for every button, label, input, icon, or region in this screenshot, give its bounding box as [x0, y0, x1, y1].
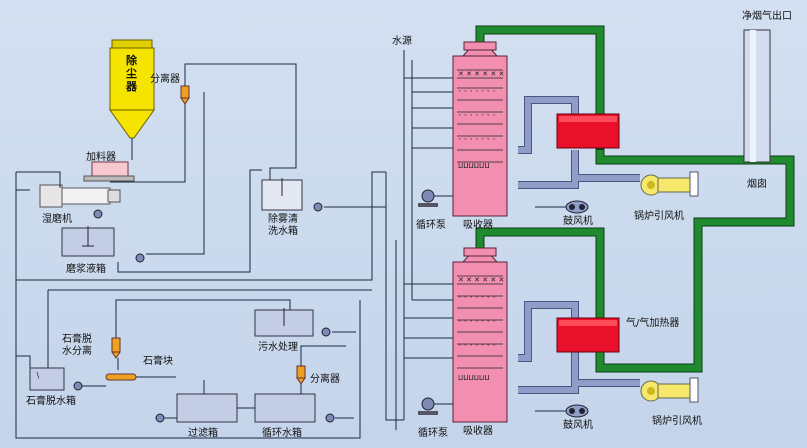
boiler-fan-top [640, 171, 699, 197]
boiler-fan-bottom-label: 锅炉引风机 [652, 414, 702, 427]
dust-collector: 除尘器 [109, 39, 155, 160]
blower-top-label: 鼓风机 [563, 214, 593, 227]
demister-wash-tank [261, 178, 323, 212]
wastewater-label: 污水处理 [258, 341, 298, 353]
svg-text:ˇ ˇ ˇ ˇ ˇ ˇ ˇ: ˇ ˇ ˇ ˇ ˇ ˇ ˇ [458, 90, 496, 98]
separator-bottom-label: 分离器 [310, 372, 340, 385]
feeder [83, 161, 135, 182]
clean-gas-outlet-label: 净烟气出口 [742, 9, 792, 22]
circulation-pump-top [418, 189, 453, 207]
absorber-tower-top: ✕ ✕ ✕ ✕ ✕ ✕ ˇ ˇ ˇ ˇ ˇ ˇ ˇ ˇ ˇ ˇ ˇ ˇ ˇ ˇ … [452, 41, 508, 217]
gypsum-separator-label: 石膏脱水分离 [62, 332, 92, 357]
absorber-top-label: 吸收器 [463, 218, 493, 231]
svg-text:✕ ✕ ✕ ✕ ✕ ✕: ✕ ✕ ✕ ✕ ✕ ✕ [458, 70, 504, 78]
circ-pump-top-label: 循环泵 [416, 218, 446, 231]
svg-text:ˇ ˇ ˇ ˇ ˇ ˇ ˇ: ˇ ˇ ˇ ˇ ˇ ˇ ˇ [458, 296, 496, 304]
svg-text:ˇ ˇ ˇ ˇ ˇ ˇ ˇ: ˇ ˇ ˇ ˇ ˇ ˇ ˇ [458, 344, 496, 352]
circulating-water-tank [254, 393, 335, 423]
water-source-label: 水源 [392, 34, 412, 47]
slurry-tank [61, 226, 145, 263]
chimney: 净烟气出口 烟囱 [742, 9, 792, 190]
svg-text:✕ ✕ ✕ ✕ ✕ ✕: ✕ ✕ ✕ ✕ ✕ ✕ [458, 276, 504, 284]
gypsum-separator [105, 337, 137, 381]
air-duct [518, 96, 640, 394]
separator-bottom [296, 365, 306, 385]
flue-gas-duct [475, 25, 795, 373]
absorber-tower-bottom: ✕ ✕ ✕ ✕ ✕ ✕ ˇ ˇ ˇ ˇ ˇ ˇ ˇ ˇ ˇ ˇ ˇ ˇ ˇ ˇ … [452, 247, 508, 423]
chimney-label: 烟囱 [747, 177, 767, 190]
wet-mill [39, 184, 121, 219]
feeder-label: 加料器 [86, 150, 116, 163]
svg-text:ⵡⵡⵡⵡⵡⵡ: ⵡⵡⵡⵡⵡⵡ [458, 374, 490, 382]
wastewater-treatment [254, 308, 331, 337]
absorber-bottom-label: 吸收器 [463, 424, 493, 437]
svg-text:∖: ∖ [35, 371, 40, 380]
slurry-tank-label: 磨浆液箱 [66, 262, 106, 275]
boiler-fan-bottom [640, 377, 699, 403]
circ-water-tank-label: 循环水箱 [262, 426, 302, 439]
water-feed-lines [385, 50, 453, 430]
circulation-pump-bottom [418, 397, 453, 415]
separator-top [180, 85, 190, 105]
svg-text:ˇ ˇ ˇ ˇ ˇ ˇ ˇ: ˇ ˇ ˇ ˇ ˇ ˇ ˇ [458, 138, 496, 146]
circ-pump-bottom-label: 循环泵 [418, 426, 448, 439]
filter-tank-label: 过滤箱 [188, 426, 218, 439]
blower-bottom [535, 404, 589, 418]
blower-top [535, 200, 589, 214]
gypsum-block-label: 石膏块 [143, 354, 173, 367]
separator-top-label: 分离器 [150, 72, 180, 85]
svg-text:ⵡⵡⵡⵡⵡⵡ: ⵡⵡⵡⵡⵡⵡ [458, 162, 490, 170]
demister-tank-label: 除雾清洗水箱 [268, 212, 298, 237]
blower-bottom-label: 鼓风机 [563, 418, 593, 431]
gas-gas-heater-label: 气/气加热器 [626, 316, 679, 329]
gypsum-tank-label: 石膏脱水箱 [26, 394, 76, 407]
gypsum-dewatering-tank: ∖ [29, 367, 83, 391]
wet-mill-label: 湿磨机 [42, 212, 72, 225]
boiler-fan-top-label: 锅炉引风机 [634, 209, 684, 222]
svg-text:ˇ ˇ ˇ ˇ ˇ ˇ ˇ: ˇ ˇ ˇ ˇ ˇ ˇ ˇ [458, 320, 496, 328]
svg-text:ˇ ˇ ˇ ˇ ˇ ˇ ˇ: ˇ ˇ ˇ ˇ ˇ ˇ ˇ [458, 114, 496, 122]
dust-collector-label: 除尘器 [125, 53, 138, 93]
filter-tank [155, 393, 238, 423]
slurry-lines [15, 63, 386, 439]
